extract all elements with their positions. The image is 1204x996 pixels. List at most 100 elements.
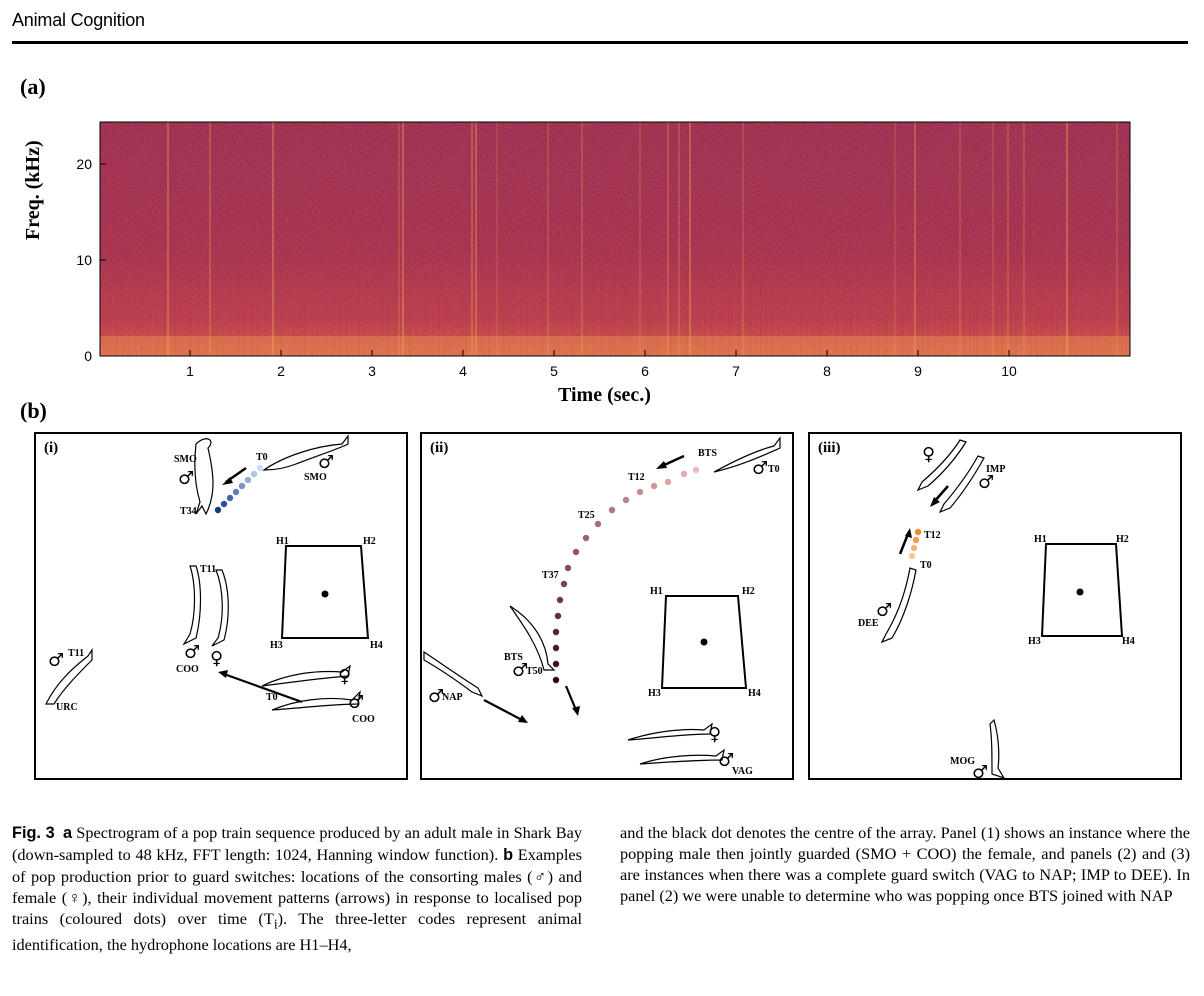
dolphin-icon <box>639 748 725 765</box>
hydrophone-array <box>1040 543 1124 637</box>
pop-dot <box>556 596 564 604</box>
caption-a-letter: a <box>63 824 73 842</box>
subpanel-ii-title: (ii) <box>430 440 449 456</box>
pop-dot <box>692 466 700 474</box>
id-urc: URC <box>56 702 78 713</box>
dolphin-icon <box>423 650 484 698</box>
low-frequency-band <box>100 336 1130 356</box>
hydrophone-h3: H3 <box>270 640 283 651</box>
dolphin-icon <box>713 436 781 473</box>
pop-dot <box>244 476 252 484</box>
dolphin-icon <box>45 648 93 705</box>
subpanel-ii-map: H1 H2 H3 H4 BTS ♂ T0 T12 T25 T37 BTS ♂ T… <box>423 436 781 777</box>
male-symbol: ♂ <box>348 692 364 713</box>
movement-arrow <box>223 672 303 704</box>
pop-dot <box>636 488 644 496</box>
array-centre-dot <box>321 590 329 598</box>
time-t50: T50 <box>526 666 543 677</box>
pop-dot <box>238 482 246 490</box>
arrow-head <box>656 461 667 469</box>
movement-arrow <box>661 454 685 468</box>
dolphin-icon <box>261 664 361 711</box>
subpanel-iii-map: H1 H2 H3 H4 ♀ IMP ♂ T12 T0 ♂ DEE MOG ♂ <box>858 439 1135 778</box>
pop-dot <box>232 488 240 496</box>
movement-arrow <box>898 533 910 555</box>
hydrophone-array <box>280 545 370 639</box>
x-tick-label: 5 <box>550 363 558 379</box>
hydrophone-h3: H3 <box>1028 636 1041 647</box>
dolphin-icon <box>194 438 214 516</box>
pop-train-dots <box>214 464 264 514</box>
subpanel-ii: (ii) H1 H2 H3 H4 BTS ♂ T0 T12 T25 T37 BT… <box>420 432 794 780</box>
dolphin-icon <box>938 455 985 514</box>
pop-dot <box>680 470 688 478</box>
time-t25: T25 <box>578 510 595 521</box>
x-tick-label: 9 <box>914 363 922 379</box>
arrow-head <box>222 477 233 485</box>
header-rule <box>12 41 1188 44</box>
id-nap: NAP <box>442 692 463 703</box>
id-mog: MOG <box>950 756 975 767</box>
pop-dot <box>572 548 580 556</box>
array-centre-dot <box>1076 588 1084 596</box>
id-bts: BTS <box>698 448 717 459</box>
dolphin-icon <box>880 567 917 644</box>
caption-b-letter: b <box>503 846 514 864</box>
x-tick-label: 7 <box>732 363 740 379</box>
hydrophone-h4: H4 <box>1122 636 1135 647</box>
pop-dot <box>214 506 222 514</box>
y-tick-label: 0 <box>84 348 92 364</box>
y-tick-label: 20 <box>76 156 92 172</box>
x-tick-label: 6 <box>641 363 649 379</box>
female-symbol: ♀ <box>922 444 935 465</box>
pop-dot <box>582 534 590 542</box>
pop-dot <box>664 478 672 486</box>
male-symbol: ♂ <box>178 468 194 489</box>
male-symbol: ♂ <box>428 686 444 707</box>
x-axis-label: Time (sec.) <box>558 384 651 406</box>
female-symbol: ♀ <box>210 648 223 669</box>
id-smo: SMO <box>174 454 197 465</box>
time-t34: T34 <box>180 506 197 517</box>
pop-dot <box>650 482 658 490</box>
hydrophone-h1: H1 <box>276 536 289 547</box>
dolphin-icon <box>627 722 713 741</box>
time-t12: T12 <box>924 530 941 541</box>
id-coo: COO <box>176 664 199 675</box>
male-symbol: ♂ <box>752 458 768 479</box>
male-symbol: ♂ <box>718 750 734 771</box>
subpanel-iii: (iii) H1 H2 H3 H4 ♀ IMP ♂ T12 T0 ♂ DEE M… <box>808 432 1182 780</box>
hydrophone-h3: H3 <box>648 688 661 699</box>
time-t0: T0 <box>768 464 780 475</box>
male-symbol: ♂ <box>318 452 334 473</box>
panel-b-label: (b) <box>20 398 47 423</box>
movement-arrow <box>483 699 523 721</box>
pop-dot <box>912 536 920 544</box>
panel-a-label: (a) <box>20 74 46 99</box>
male-symbol: ♂ <box>512 660 528 681</box>
dolphin-icon <box>182 565 229 647</box>
id-imp: IMP <box>986 464 1005 475</box>
time-t0: T0 <box>256 452 268 463</box>
time-t11: T11 <box>68 648 84 659</box>
pop-dot <box>908 552 916 560</box>
time-t37: T37 <box>542 570 559 581</box>
pop-dot <box>594 520 602 528</box>
x-tick-label: 8 <box>823 363 831 379</box>
spectrogram-frame <box>99 121 1131 357</box>
hydrophone-h4: H4 <box>370 640 383 651</box>
pop-train-dots <box>552 466 700 684</box>
subpanel-i-title: (i) <box>44 440 59 456</box>
x-tick-label: 3 <box>368 363 376 379</box>
x-tick-label: 1 <box>186 363 194 379</box>
pop-dot <box>226 494 234 502</box>
pop-dot <box>560 580 568 588</box>
pop-dot <box>250 470 258 478</box>
dolphin-icon <box>989 718 1005 778</box>
pop-dot <box>622 496 630 504</box>
pop-dot <box>552 660 560 668</box>
pop-dot <box>220 500 228 508</box>
pop-dot <box>552 628 560 636</box>
hydrophone-h4: H4 <box>748 688 761 699</box>
